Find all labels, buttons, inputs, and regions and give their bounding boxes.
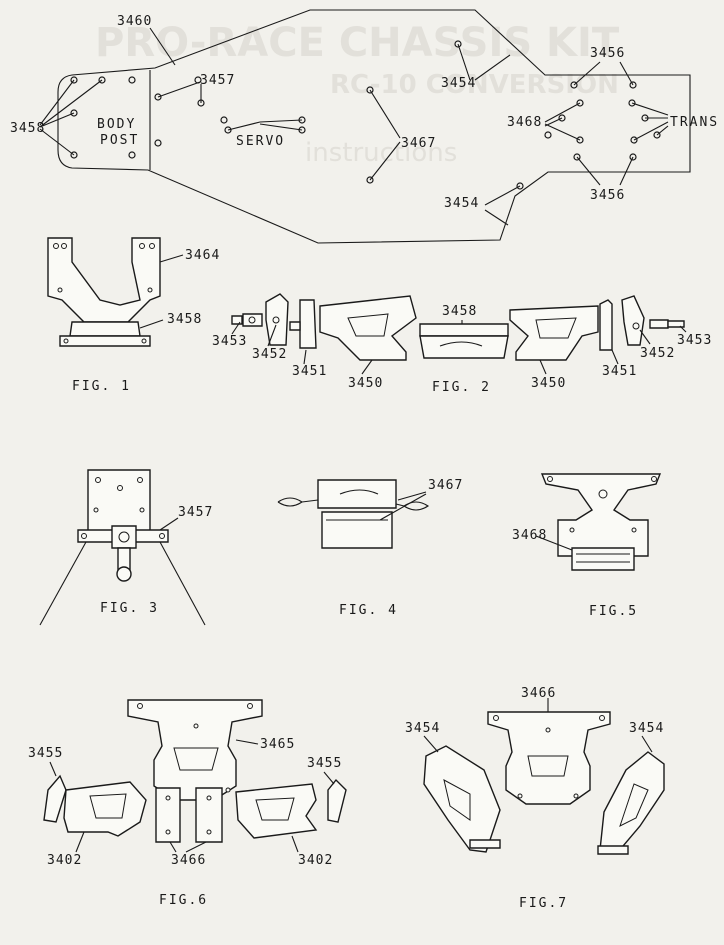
part-label-3468-fig5: 3468	[512, 528, 548, 543]
part-label-3456-bottom: 3456	[590, 188, 626, 203]
body-post-label-line1: BODY	[97, 117, 137, 132]
part-label-3451-left: 3451	[292, 364, 328, 379]
part-label-3466-fig7: 3466	[521, 686, 557, 701]
part-label-3452-left: 3452	[252, 347, 288, 362]
fig2-drawing	[231, 293, 687, 375]
part-label-3402-left: 3402	[47, 853, 83, 868]
figure-caption-fig5: FIG.5	[589, 604, 639, 619]
faded-heading-line3: instructions	[305, 138, 458, 168]
part-label-3451-right: 3451	[602, 364, 638, 379]
part-label-3464: 3464	[185, 248, 221, 263]
part-label-3460: 3460	[117, 14, 153, 29]
figure-caption-fig7: FIG.7	[519, 896, 569, 911]
figure-caption-fig2: FIG. 2	[432, 380, 491, 395]
fig3-drawing	[39, 469, 206, 626]
part-label-3402-right: 3402	[298, 853, 334, 868]
part-label-3454-fig7-right: 3454	[629, 721, 665, 736]
part-label-3467-top: 3467	[401, 136, 437, 151]
figure-caption-fig1: FIG. 1	[72, 379, 131, 394]
part-label-3453-right: 3453	[677, 333, 713, 348]
part-label-3452-right: 3452	[640, 346, 676, 361]
figure-caption-fig6: FIG.6	[159, 893, 209, 908]
part-label-3468-top: 3468	[507, 115, 543, 130]
part-label-3458-fig2: 3458	[442, 304, 478, 319]
fig4-drawing	[277, 479, 429, 549]
part-label-3458-left: 3458	[10, 121, 46, 136]
part-label-3457: 3457	[200, 73, 236, 88]
fig6-drawing	[43, 699, 347, 853]
part-label-3455-left: 3455	[28, 746, 64, 761]
servo-label: SERVO	[236, 134, 286, 149]
part-label-3454-fig7-left: 3454	[405, 721, 441, 736]
chassis-holes	[70, 40, 661, 190]
part-label-3454-bottom: 3454	[444, 196, 480, 211]
part-label-3466-fig6: 3466	[171, 853, 207, 868]
part-label-3465: 3465	[260, 737, 296, 752]
part-label-3450-left: 3450	[348, 376, 384, 391]
figure-caption-fig3: FIG. 3	[100, 601, 159, 616]
part-label-3453-left: 3453	[212, 334, 248, 349]
chassis-leader-lines	[39, 27, 669, 226]
part-label-3457-fig3: 3457	[178, 505, 214, 520]
part-label-3455-right: 3455	[307, 756, 343, 771]
part-label-3458-fig1: 3458	[167, 312, 203, 327]
figure-caption-fig4: FIG. 4	[339, 603, 398, 618]
fig1-drawing	[47, 237, 184, 347]
trans-label: TRANS	[670, 115, 720, 130]
fig5-drawing	[535, 473, 662, 571]
body-post-label-line2: POST	[100, 133, 140, 148]
part-label-3456-top: 3456	[590, 46, 626, 61]
chassis-plate-outline	[57, 9, 691, 244]
part-label-3450-right: 3450	[531, 376, 567, 391]
fig7-drawing	[423, 698, 665, 855]
part-label-3454-top: 3454	[441, 76, 477, 91]
part-label-3467-fig4: 3467	[428, 478, 464, 493]
